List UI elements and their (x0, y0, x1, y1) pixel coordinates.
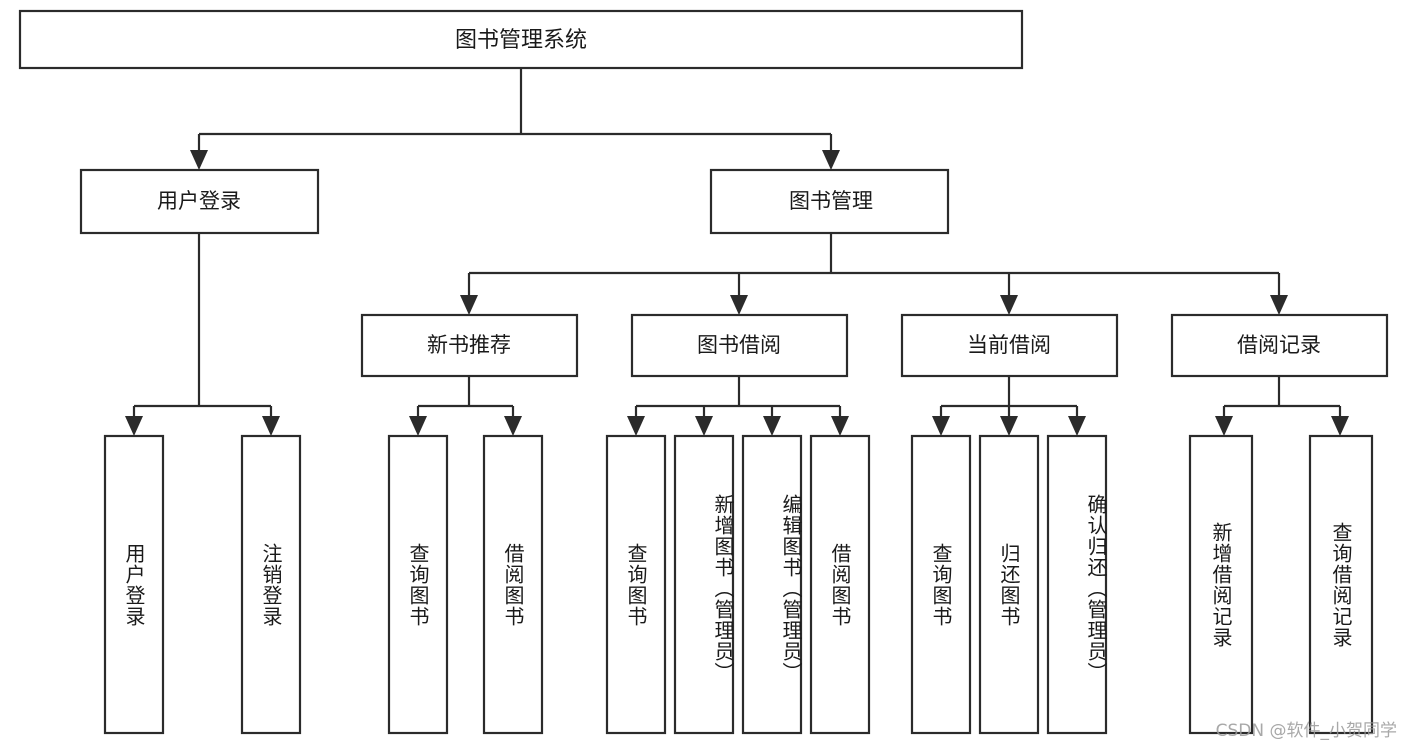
leaf-box-current-borrow-1[interactable] (910, 434, 972, 735)
leaf-box-borrow-record-2[interactable] (1308, 434, 1374, 735)
arrow-new-book-leaf-2 (504, 416, 522, 436)
arrow-current-borrow-leaf-1 (932, 416, 950, 436)
leaf-box-user-login-2[interactable] (240, 434, 302, 735)
node-borrow-record-label: 借阅记录 (1237, 333, 1321, 357)
arrow-book-borrow-leaf-1 (627, 416, 645, 436)
node-current-borrow-box[interactable] (900, 313, 1119, 378)
node-root[interactable]: 图书管理系统 (18, 9, 1024, 70)
node-book-borrow[interactable]: 图书借阅 (630, 313, 849, 378)
arrow-current-borrow-leaf-2 (1000, 416, 1018, 436)
leaf-box-new-book-2[interactable] (482, 434, 544, 735)
arrow-book-mgmt-to-current-borrow (1000, 295, 1018, 315)
node-book-borrow-box[interactable] (630, 313, 849, 378)
arrow-book-borrow-leaf-3 (763, 416, 781, 436)
arrow-book-mgmt-to-book-borrow (730, 295, 748, 315)
node-root-label: 图书管理系统 (455, 28, 587, 53)
node-current-borrow[interactable]: 当前借阅 (900, 313, 1119, 378)
arrow-borrow-record-leaf-2 (1331, 416, 1349, 436)
arrow-book-borrow-leaf-4 (831, 416, 849, 436)
arrow-new-book-leaf-1 (409, 416, 427, 436)
leaf-group-borrow-record (1188, 434, 1374, 735)
node-borrow-record[interactable]: 借阅记录 (1170, 313, 1389, 378)
edge-group-root (190, 69, 840, 170)
edge-group-book-mgmt (460, 233, 1288, 315)
edge-group-book-borrow (627, 376, 849, 436)
leaf-box-book-borrow-2[interactable] (673, 434, 735, 735)
leaf-box-borrow-record-1[interactable] (1188, 434, 1254, 735)
arrow-borrow-record-leaf-1 (1215, 416, 1233, 436)
arrow-user-login-leaf-2 (262, 416, 280, 436)
arrow-user-login-leaf-1 (125, 416, 143, 436)
leaf-box-book-borrow-4[interactable] (809, 434, 871, 735)
arrow-root-to-book-mgmt (822, 150, 840, 170)
leaf-box-user-login-1[interactable] (103, 434, 165, 735)
arrow-book-mgmt-to-new-book (460, 295, 478, 315)
leaf-box-book-borrow-1[interactable] (605, 434, 667, 735)
arrow-current-borrow-leaf-3 (1068, 416, 1086, 436)
node-book-management[interactable]: 图书管理 (709, 168, 950, 235)
arrow-book-borrow-leaf-2 (695, 416, 713, 436)
node-new-book-recommend-box[interactable] (360, 313, 579, 378)
node-user-login-label: 用户登录 (157, 189, 241, 213)
node-new-book-recommend[interactable]: 新书推荐 (360, 313, 579, 378)
edge-group-user-login (125, 233, 280, 436)
edge-group-borrow-record (1215, 376, 1349, 436)
edge-group-new-book (409, 376, 522, 436)
node-borrow-record-box[interactable] (1170, 313, 1389, 378)
node-user-login-box[interactable] (79, 168, 320, 235)
edge-group-current-borrow (932, 376, 1086, 436)
leaf-group-current-borrow (910, 434, 1108, 735)
leaf-group-new-book (387, 434, 544, 735)
leaf-group-book-borrow (605, 434, 871, 735)
csdn-watermark: CSDN @软件_小贺同学 (1215, 721, 1397, 741)
node-new-book-recommend-label: 新书推荐 (427, 333, 511, 357)
leaf-box-new-book-1[interactable] (387, 434, 449, 735)
leaf-group-user-login (103, 434, 302, 735)
leaf-box-current-borrow-2[interactable] (978, 434, 1040, 735)
arrow-root-to-user-login (190, 150, 208, 170)
arrow-book-mgmt-to-borrow-record (1270, 295, 1288, 315)
node-user-login[interactable]: 用户登录 (79, 168, 320, 235)
node-book-borrow-label: 图书借阅 (697, 333, 781, 357)
node-root-box[interactable] (18, 9, 1024, 70)
leaf-box-current-borrow-3[interactable] (1046, 434, 1108, 735)
node-book-management-label: 图书管理 (789, 189, 873, 213)
node-book-management-box[interactable] (709, 168, 950, 235)
node-current-borrow-label: 当前借阅 (967, 333, 1051, 357)
leaf-box-book-borrow-3[interactable] (741, 434, 803, 735)
